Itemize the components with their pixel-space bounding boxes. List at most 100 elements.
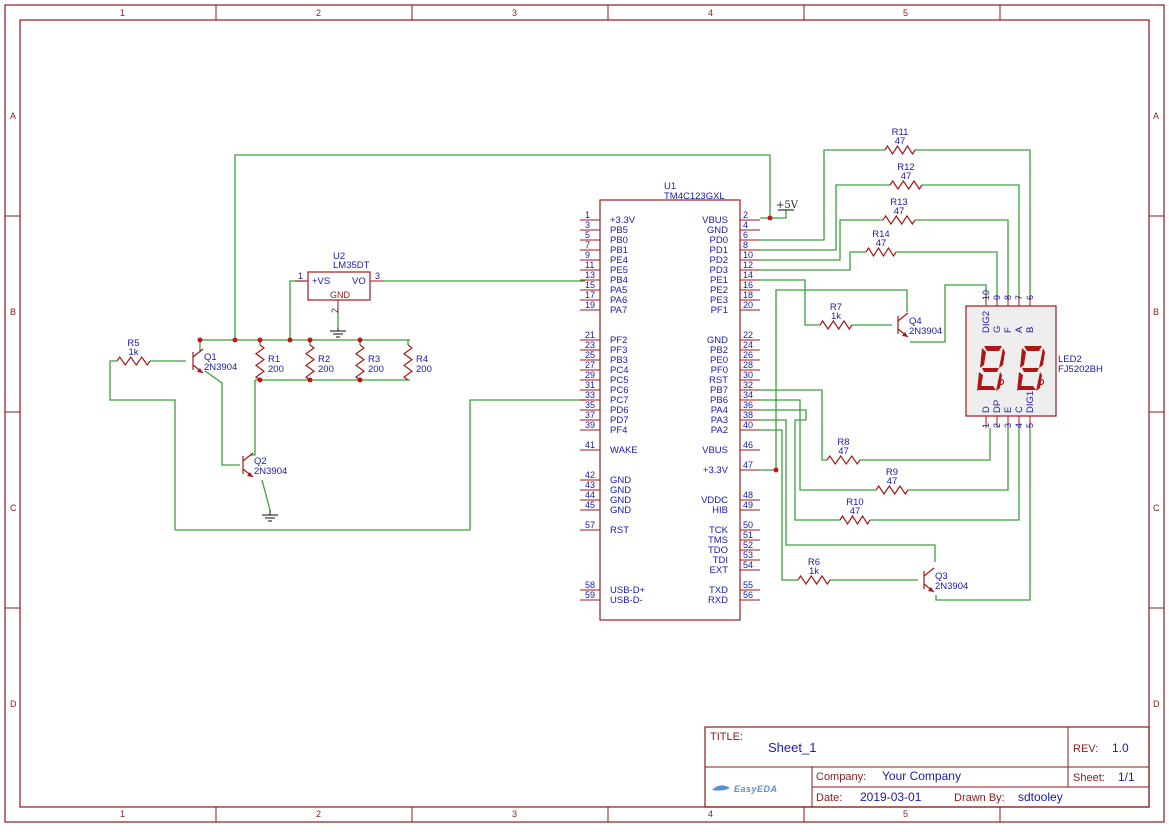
u2-part: LM35DT <box>333 260 370 271</box>
u1-pin-number: 26 <box>743 350 753 360</box>
u1-pin-name: PD3 <box>710 265 728 276</box>
led2-display[interactable]: LED2 FJ5202BH 10DIG29G8F7A6B1D2DP3E4C5DI… <box>965 290 1103 428</box>
u2-pin-vo: VO <box>352 276 366 287</box>
frame-row-label: B <box>10 307 16 317</box>
led-pin-top: 6B <box>1025 295 1036 333</box>
frame-col-label: 2 <box>316 809 321 819</box>
wire-r9-e <box>908 428 1009 491</box>
frame-row-label: B <box>1153 307 1159 317</box>
u1-pin-name: USB-D+ <box>610 585 646 596</box>
u1-pin-number: 27 <box>585 360 595 370</box>
transistor-part: 2N3904 <box>935 581 968 592</box>
u1-pin-name: RST <box>709 375 728 386</box>
u1-pin-number: 56 <box>743 590 753 600</box>
drawn-by-value: sdtooley <box>1018 790 1063 804</box>
wire-r12-a <box>922 184 1020 300</box>
drawn-by-label: Drawn By: <box>954 792 1005 804</box>
led-pin-bottom: 3E <box>1003 407 1014 428</box>
led-pin-name: G <box>992 326 1003 333</box>
u1-pin-number: 16 <box>743 280 753 290</box>
u1-pin-number: 57 <box>585 520 595 530</box>
u1-pin-name: PB3 <box>610 355 628 366</box>
led-pin-number: 3 <box>1003 423 1013 428</box>
resistor-ref: R12 <box>897 162 914 173</box>
led-pin-name: F <box>1003 327 1014 333</box>
led-pin-top: 9G <box>992 295 1003 333</box>
resistor-ref: R2 <box>318 354 330 365</box>
wire-pd3 <box>760 251 866 271</box>
frame-col-label: 1 <box>120 8 125 18</box>
u1-pin-number: 34 <box>743 390 753 400</box>
u2-lm35[interactable]: U2 LM35DT +VS VO GND 1 3 2 <box>295 251 384 313</box>
u1-pin-name: +3.3V <box>703 465 729 476</box>
u1-pin-name: PF3 <box>610 345 627 356</box>
frame-row-label: D <box>1153 699 1160 709</box>
u1-pin-name: PC4 <box>610 365 628 376</box>
resistor-ref: R10 <box>846 497 863 508</box>
led-pin-name: DIG1 <box>1025 391 1036 413</box>
u1-pin-number: 7 <box>585 240 590 250</box>
led-pin-bottom: 1D <box>981 406 992 428</box>
wire-q3-dig1 <box>935 428 1031 601</box>
u1-pin-name: PB7 <box>710 385 728 396</box>
title-block: TITLE: Sheet_1 REV: 1.0 Company: Your Co… <box>704 726 1150 808</box>
u1-pin-name: PE0 <box>710 355 728 366</box>
frame-row-label: A <box>1153 111 1159 121</box>
ground-symbol <box>330 328 346 338</box>
u1-pin-name: PB6 <box>710 395 728 406</box>
u1-pin-number: 21 <box>585 330 595 340</box>
u1-pin-number: 46 <box>743 440 753 450</box>
frame-col-label: 4 <box>708 8 713 18</box>
u1-pin-number: 14 <box>743 270 753 280</box>
u1-pin-name: +3.3V <box>610 215 636 226</box>
u1-pin-name: PA6 <box>610 295 627 306</box>
u1-pin-number: 4 <box>743 220 748 230</box>
u1-pin-number: 33 <box>585 390 595 400</box>
wire-pd1 <box>760 184 890 251</box>
u1-pin-name: PB5 <box>610 225 628 236</box>
u1-pin-name: PA2 <box>711 425 728 436</box>
resistor-value: 200 <box>416 364 432 375</box>
resistor-value: 1k <box>831 311 841 322</box>
frame-row-label: A <box>10 111 16 121</box>
transistor-part: 2N3904 <box>909 326 942 337</box>
u2-ref: U2 <box>333 251 345 262</box>
u1-pin-name: PB1 <box>610 245 628 256</box>
u1-pin-name: PD0 <box>710 235 728 246</box>
